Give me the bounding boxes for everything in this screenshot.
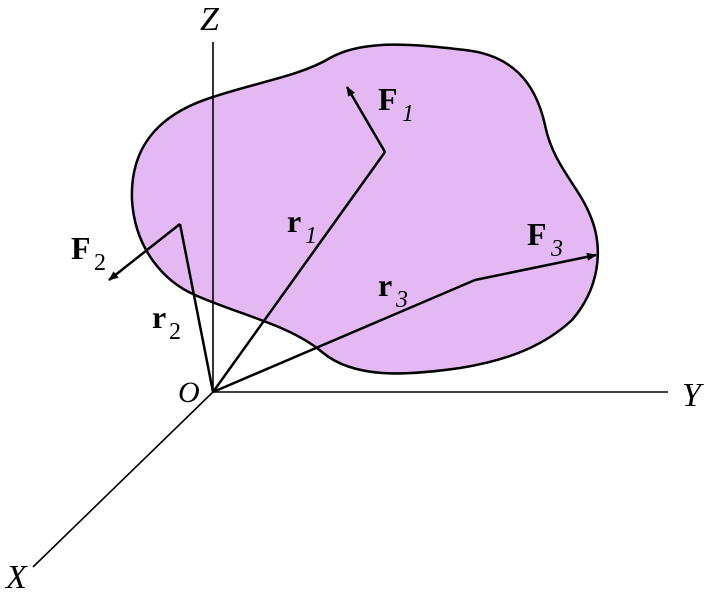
f1-arrow (345, 86, 387, 153)
x-axis-label: X (4, 559, 28, 592)
f3-symbol: F (527, 216, 547, 252)
r2-subscript: 2 (169, 319, 181, 345)
r2-label: r 2 (152, 299, 181, 345)
r3-vector-line (212, 278, 476, 394)
f1-subscript: 1 (402, 101, 414, 127)
f3-subscript: 3 (550, 236, 563, 262)
rigid-body (130, 43, 600, 375)
r1-subscript: 1 (305, 223, 317, 249)
f3-label: F 3 (527, 216, 563, 262)
r2-symbol: r (152, 299, 166, 335)
r3-subscript: 3 (395, 287, 408, 313)
f2-label: F 2 (71, 230, 106, 276)
r3-symbol: r (378, 267, 392, 303)
f2-arrow (108, 223, 181, 281)
r1-vector-line (211, 151, 387, 393)
r1-label: r 1 (287, 203, 317, 249)
y-axis-label: Y (682, 377, 704, 414)
f3-arrow (474, 252, 597, 282)
origin-label: O (178, 376, 200, 409)
r1-symbol: r (287, 203, 301, 239)
f2-symbol: F (71, 230, 91, 266)
f1-symbol: F (378, 81, 398, 117)
r2-vector-line (178, 223, 215, 393)
r3-label: r 3 (378, 267, 408, 313)
f2-subscript: 2 (94, 250, 106, 276)
f1-label: F 1 (378, 81, 414, 127)
x-axis (32, 391, 214, 568)
z-axis-label: Z (200, 1, 220, 38)
